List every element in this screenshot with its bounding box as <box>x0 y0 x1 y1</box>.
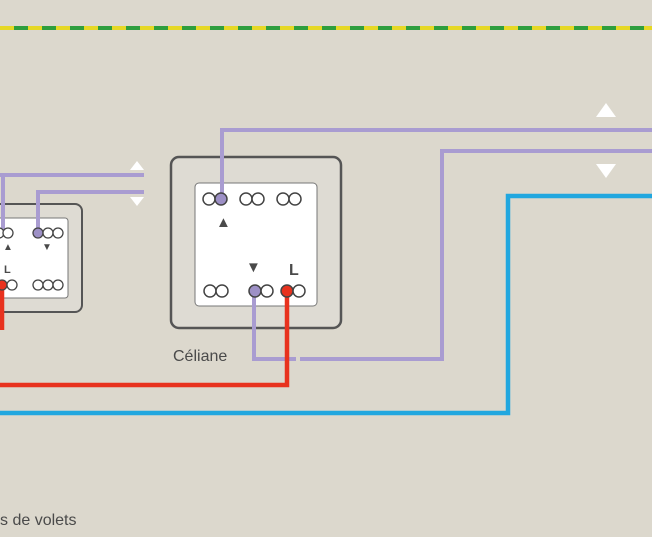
terminal <box>280 284 294 298</box>
left-switch <box>0 203 83 313</box>
left-switch-terminals <box>0 227 64 291</box>
left-up-arrow-icon <box>130 161 144 170</box>
control-wires <box>0 128 652 361</box>
celiane-live-label: L <box>289 262 299 279</box>
terminal <box>2 227 14 239</box>
terminal <box>251 192 265 206</box>
right-down-arrow-icon <box>596 164 616 178</box>
terminal <box>42 279 54 291</box>
left-up-symbol: ▲ <box>3 242 13 253</box>
direction-arrows <box>130 103 616 206</box>
terminal <box>288 192 302 206</box>
celiane-device-label: Céliane <box>173 348 227 365</box>
terminal <box>276 192 290 206</box>
live-wire-main <box>0 291 290 388</box>
caption-fragment: s de volets <box>0 512 76 529</box>
left-down-arrow-icon <box>130 197 144 206</box>
terminal <box>214 192 228 206</box>
celiane-control-wire-down <box>252 291 296 361</box>
right-up-arrow-icon <box>596 103 616 117</box>
terminal <box>248 284 262 298</box>
terminal <box>32 279 44 291</box>
terminal <box>215 284 229 298</box>
terminal <box>239 192 253 206</box>
celiane-control-wire-up <box>220 128 652 198</box>
terminal <box>203 284 217 298</box>
terminal <box>202 192 216 206</box>
left-down-symbol: ▼ <box>42 242 52 253</box>
left-control-wire-down <box>36 190 144 232</box>
celiane-down-symbol: ▼ <box>246 259 261 276</box>
live-wire <box>0 284 290 388</box>
neutral-wire-main <box>0 193 652 416</box>
terminal <box>42 227 54 239</box>
terminal <box>292 284 306 298</box>
celiane-terminals <box>202 192 306 298</box>
celiane-control-wire-return <box>300 149 652 361</box>
terminal <box>0 279 8 291</box>
terminal <box>260 284 274 298</box>
left-live-label: L <box>4 264 11 276</box>
neutral-wire <box>0 193 652 416</box>
terminal <box>52 279 64 291</box>
terminal <box>52 227 64 239</box>
terminal <box>32 227 44 239</box>
terminal <box>6 279 18 291</box>
left-switch-module <box>0 217 69 299</box>
celiane-up-symbol: ▲ <box>216 214 231 231</box>
